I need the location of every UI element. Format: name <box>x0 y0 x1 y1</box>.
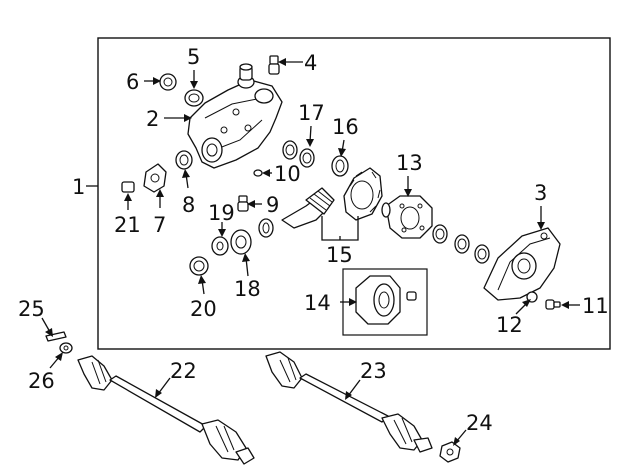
part-bearing-16[interactable] <box>331 155 349 177</box>
callout-numbers: 1 2 3 4 5 6 7 8 9 10 11 12 13 14 15 16 1… <box>18 45 609 435</box>
part-bolt-9[interactable] <box>237 195 249 212</box>
callout-14: 14 <box>304 291 331 315</box>
part-seal-8[interactable] <box>175 150 193 170</box>
callout-26: 26 <box>28 369 55 393</box>
leader-lines <box>41 58 580 446</box>
part-gear-set-15[interactable] <box>281 167 383 229</box>
part-axle-shaft-23[interactable] <box>265 351 433 453</box>
part-nut-21[interactable] <box>121 181 135 193</box>
part-spacer[interactable] <box>258 218 274 238</box>
part-seal-20[interactable] <box>189 256 209 276</box>
callout-1: 1 <box>72 175 85 199</box>
assembly-frame <box>97 37 611 350</box>
callout-22: 22 <box>170 359 197 383</box>
callout-12: 12 <box>496 313 523 337</box>
callout-17: 17 <box>298 101 325 125</box>
callout-13: 13 <box>396 151 423 175</box>
part-bolt-4[interactable] <box>268 55 280 75</box>
part-differential-13[interactable] <box>381 195 433 239</box>
callout-5: 5 <box>187 45 200 69</box>
part-shims-right[interactable] <box>432 224 490 264</box>
callout-2: 2 <box>146 107 159 131</box>
part-flange-7[interactable] <box>143 163 167 193</box>
callout-9: 9 <box>266 193 279 217</box>
part-nut-24[interactable] <box>439 441 461 463</box>
callout-6: 6 <box>126 70 139 94</box>
part-oring-10[interactable] <box>253 169 263 177</box>
part-carrier-housing[interactable] <box>187 63 283 169</box>
part-plug-6[interactable] <box>159 73 177 91</box>
part-pin-25[interactable] <box>45 331 67 342</box>
callout-21: 21 <box>114 213 141 237</box>
callout-11: 11 <box>582 294 609 318</box>
callout-3: 3 <box>534 181 547 205</box>
callout-23: 23 <box>360 359 387 383</box>
part-axle-shaft-22[interactable] <box>77 355 255 465</box>
callout-24: 24 <box>466 411 493 435</box>
callout-4: 4 <box>304 51 317 75</box>
callout-18: 18 <box>234 277 261 301</box>
callout-7: 7 <box>153 213 166 237</box>
callout-8: 8 <box>182 193 195 217</box>
callout-25: 25 <box>18 297 45 321</box>
part-bearing-18[interactable] <box>230 229 252 255</box>
callout-15: 15 <box>326 243 353 267</box>
callout-16: 16 <box>332 115 359 139</box>
part-case-inset-14[interactable] <box>342 268 428 336</box>
part-nut-19[interactable] <box>211 236 229 256</box>
callout-20: 20 <box>190 297 217 321</box>
part-washer-26[interactable] <box>59 342 73 354</box>
part-side-cover-3[interactable] <box>483 227 561 301</box>
part-bolt-11[interactable] <box>545 299 561 310</box>
callout-10: 10 <box>274 162 301 186</box>
part-shims-17[interactable] <box>282 140 315 168</box>
part-seal-5[interactable] <box>184 89 204 107</box>
callout-19: 19 <box>208 201 235 225</box>
